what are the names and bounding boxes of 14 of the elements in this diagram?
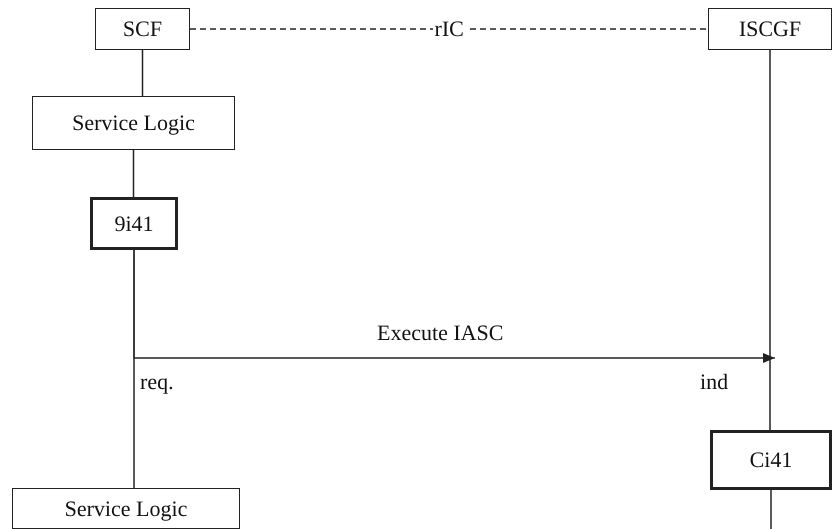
lifeline	[132, 150, 134, 197]
entity-box: 9i41	[90, 197, 178, 250]
entity-box: Ci41	[710, 430, 832, 490]
primitive-label: req.	[139, 370, 175, 394]
entity-box: SCF	[95, 8, 190, 50]
entity-box: Service Logic	[12, 488, 240, 529]
message-arrow	[133, 250, 775, 363]
entity-box: ISCGF	[708, 8, 832, 50]
dashed-line	[190, 28, 708, 30]
entity-box: Service Logic	[32, 96, 235, 150]
primitive-label: ind	[699, 370, 730, 394]
lifeline	[770, 490, 772, 529]
lifeline	[769, 50, 771, 430]
lifeline	[142, 50, 144, 96]
